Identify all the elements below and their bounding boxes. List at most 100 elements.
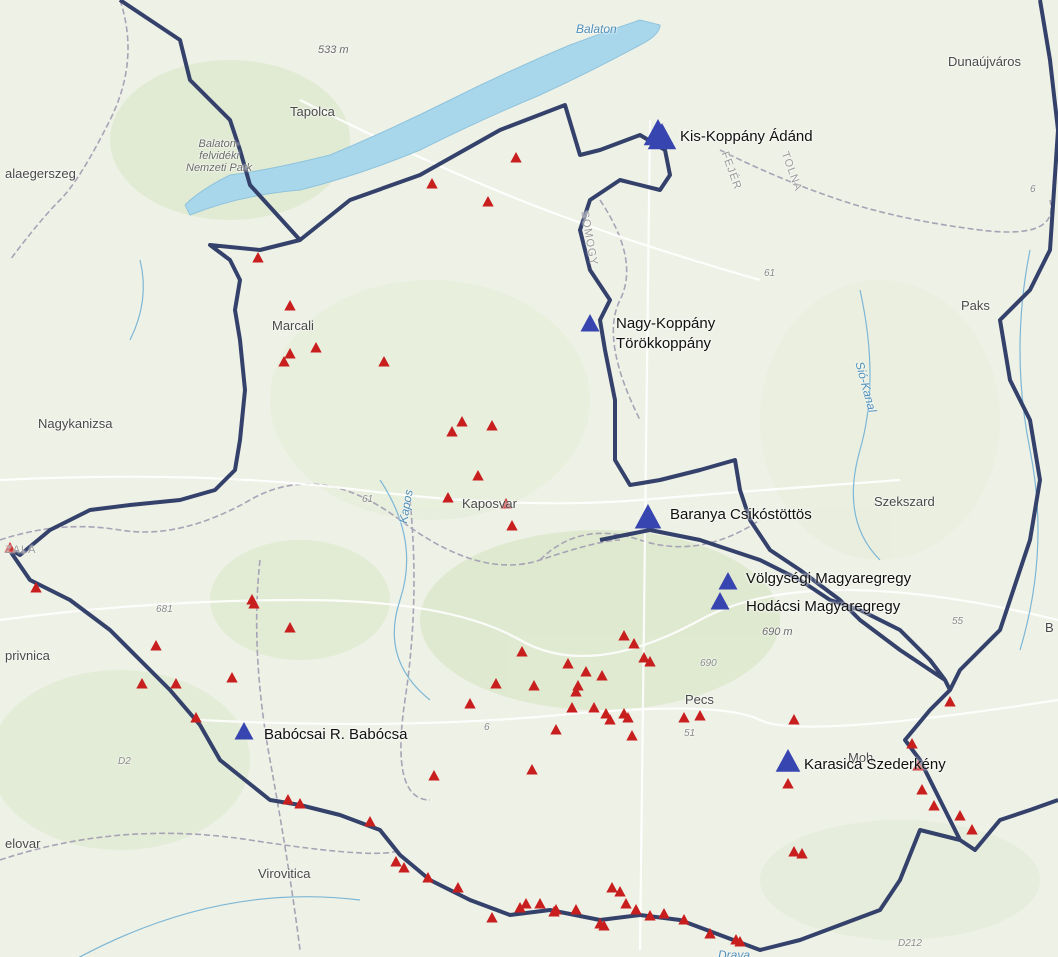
site-marker-icon[interactable]	[428, 770, 440, 781]
site-marker-icon[interactable]	[422, 872, 434, 883]
site-marker-icon[interactable]	[190, 712, 202, 723]
site-marker-icon[interactable]	[596, 670, 608, 681]
station-marker-icon[interactable]	[710, 592, 730, 610]
site-marker-icon[interactable]	[604, 714, 616, 725]
site-marker-icon[interactable]	[284, 300, 296, 311]
site-marker-icon[interactable]	[452, 882, 464, 893]
lbl-park: Balaton- felvidéki Nemzeti Park	[186, 138, 253, 174]
site-marker-icon[interactable]	[622, 712, 634, 723]
site-marker-icon[interactable]	[644, 910, 656, 921]
site-marker-icon[interactable]	[788, 714, 800, 725]
site-marker-icon[interactable]	[528, 680, 540, 691]
site-marker-icon[interactable]	[534, 898, 546, 909]
site-marker-icon[interactable]	[490, 678, 502, 689]
site-marker-icon[interactable]	[446, 426, 458, 437]
site-marker-icon[interactable]	[906, 738, 918, 749]
site-marker-icon[interactable]	[954, 810, 966, 821]
site-marker-icon[interactable]	[278, 356, 290, 367]
site-marker-icon[interactable]	[782, 778, 794, 789]
site-marker-icon[interactable]	[500, 498, 512, 509]
site-marker-icon[interactable]	[226, 672, 238, 683]
site-marker-icon[interactable]	[606, 882, 618, 893]
site-marker-icon[interactable]	[630, 904, 642, 915]
site-marker-icon[interactable]	[548, 906, 560, 917]
site-marker-icon[interactable]	[526, 764, 538, 775]
site-marker-icon[interactable]	[510, 152, 522, 163]
site-marker-icon[interactable]	[600, 708, 612, 719]
site-marker-icon[interactable]	[644, 656, 656, 667]
lbl-drava: Drava	[718, 948, 751, 957]
station-label: Karasica Szederkény	[804, 756, 946, 773]
site-marker-icon[interactable]	[916, 784, 928, 795]
site-marker-icon[interactable]	[516, 646, 528, 657]
station-marker-icon[interactable]	[775, 749, 801, 772]
site-marker-icon[interactable]	[658, 908, 670, 919]
lbl-kaposvar: Kaposvar	[462, 496, 517, 511]
site-marker-icon[interactable]	[520, 898, 532, 909]
site-marker-icon[interactable]	[486, 420, 498, 431]
site-marker-icon[interactable]	[284, 622, 296, 633]
site-marker-icon[interactable]	[562, 658, 574, 669]
site-marker-icon[interactable]	[570, 686, 582, 697]
site-marker-icon[interactable]	[966, 824, 978, 835]
site-marker-icon[interactable]	[580, 666, 592, 677]
site-marker-icon[interactable]	[398, 862, 410, 873]
site-marker-icon[interactable]	[284, 348, 296, 359]
station-marker-icon[interactable]	[234, 722, 254, 740]
site-marker-icon[interactable]	[944, 696, 956, 707]
site-marker-icon[interactable]	[598, 920, 610, 931]
site-marker-icon[interactable]	[734, 936, 746, 947]
site-marker-icon[interactable]	[170, 678, 182, 689]
site-marker-icon[interactable]	[704, 928, 716, 939]
site-marker-icon[interactable]	[678, 712, 690, 723]
site-marker-icon[interactable]	[294, 798, 306, 809]
site-marker-icon[interactable]	[694, 710, 706, 721]
station-marker-icon[interactable]	[647, 123, 677, 150]
site-marker-icon[interactable]	[310, 342, 322, 353]
site-marker-icon[interactable]	[638, 652, 650, 663]
site-marker-icon[interactable]	[4, 542, 16, 553]
site-marker-icon[interactable]	[588, 702, 600, 713]
site-marker-icon[interactable]	[614, 886, 626, 897]
site-marker-icon[interactable]	[464, 698, 476, 709]
site-marker-icon[interactable]	[486, 912, 498, 923]
station-marker-icon[interactable]	[718, 572, 738, 590]
site-marker-icon[interactable]	[514, 902, 526, 913]
site-marker-icon[interactable]	[248, 598, 260, 609]
site-marker-icon[interactable]	[252, 252, 264, 263]
site-marker-icon[interactable]	[378, 356, 390, 367]
site-marker-icon[interactable]	[626, 730, 638, 741]
site-marker-icon[interactable]	[550, 724, 562, 735]
site-marker-icon[interactable]	[912, 760, 924, 771]
site-marker-icon[interactable]	[506, 520, 518, 531]
site-marker-icon[interactable]	[136, 678, 148, 689]
station-label: Nagy-Koppány Törökkoppány	[616, 315, 716, 352]
site-marker-icon[interactable]	[572, 680, 584, 691]
site-marker-icon[interactable]	[618, 630, 630, 641]
site-marker-icon[interactable]	[390, 856, 402, 867]
site-marker-icon[interactable]	[150, 640, 162, 651]
site-marker-icon[interactable]	[364, 816, 376, 827]
site-marker-icon[interactable]	[442, 492, 454, 503]
site-marker-icon[interactable]	[472, 470, 484, 481]
site-marker-icon[interactable]	[796, 848, 808, 859]
site-marker-icon[interactable]	[482, 196, 494, 207]
station-marker-icon[interactable]	[634, 504, 662, 529]
site-marker-icon[interactable]	[620, 898, 632, 909]
site-marker-icon[interactable]	[788, 846, 800, 857]
site-marker-icon[interactable]	[30, 582, 42, 593]
station-label: Hodácsi Magyaregregy	[746, 598, 901, 615]
lbl-elev-690: 690 m	[762, 626, 793, 638]
site-marker-icon[interactable]	[570, 904, 582, 915]
site-marker-icon[interactable]	[678, 914, 690, 925]
site-marker-icon[interactable]	[426, 178, 438, 189]
site-marker-icon[interactable]	[928, 800, 940, 811]
site-marker-icon[interactable]	[566, 702, 578, 713]
lbl-mohacs: Moh	[848, 750, 874, 765]
site-marker-icon[interactable]	[456, 416, 468, 427]
site-marker-icon[interactable]	[282, 794, 294, 805]
site-marker-icon[interactable]	[628, 638, 640, 649]
station-marker-icon[interactable]	[580, 314, 600, 332]
